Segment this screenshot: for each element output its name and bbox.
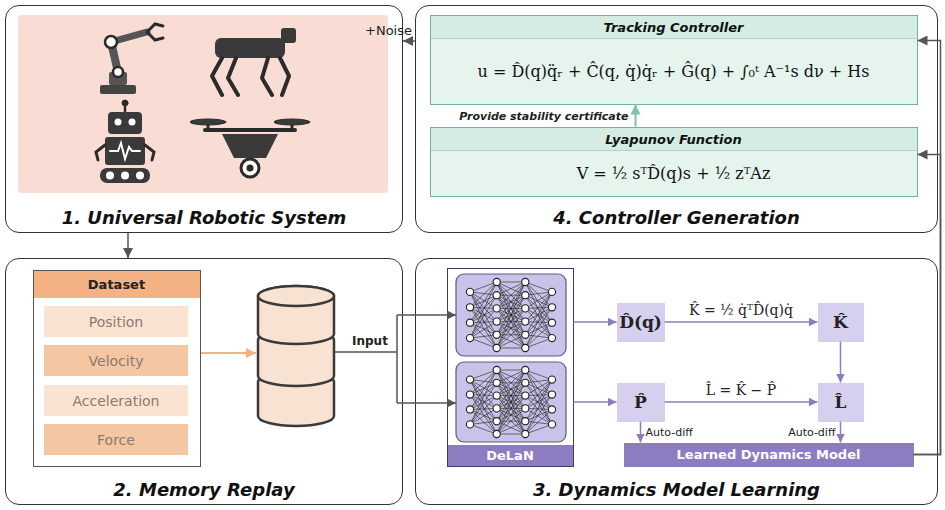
variable-box: P̂: [617, 383, 665, 422]
equation-text: u = D̂(q)q̈ᵣ + Ĉ(q, q̇)q̇ᵣ + Ĝ(q) + ∫₀…: [478, 39, 870, 104]
box-heading: Dataset: [34, 271, 200, 298]
quadruped-icon: [212, 28, 296, 95]
dataset-box: DatasetPositionVelocityAccelerationForce: [33, 270, 201, 467]
box-heading: Lyapunov Function: [431, 128, 917, 151]
input-wires: [335, 315, 456, 403]
panel-box: 1. Universal Robotic System: [5, 5, 403, 233]
connector-arrow: [574, 401, 617, 403]
model-box: Learned Dynamics Model: [624, 443, 914, 467]
variable-symbol: K̂: [833, 312, 848, 332]
variable-box: K̂: [818, 303, 864, 342]
edge-label: Auto-diff: [646, 426, 693, 439]
controller-box: Tracking Controlleru = D̂(q)q̈ᵣ + Ĉ(q, …: [430, 15, 918, 105]
controller-box: Lyapunov FunctionV = ½ sᵀD̂(q)s + ½ zᵀAz: [430, 127, 918, 197]
connector-arrow: [840, 422, 842, 443]
connector-arrow: [914, 41, 941, 455]
field-box: Force: [44, 424, 188, 455]
panel-box: 3. Dynamics Model Learning DeLaN D̂(q) K̂ P̂…: [415, 258, 938, 505]
field-text: Acceleration: [73, 393, 160, 409]
edge-label: +Noise: [365, 23, 412, 38]
variable-symbol: D̂(q): [619, 312, 662, 332]
robot-backdrop: [18, 15, 388, 193]
robot-arm-icon: [100, 24, 163, 94]
equation-text: V = ½ sᵀD̂(q)s + ½ zᵀAz: [577, 151, 771, 196]
network-box: DeLaN: [447, 268, 574, 467]
variable-symbol: L̂: [835, 392, 847, 412]
edge-label: Auto-diff: [788, 426, 835, 439]
connector-arrow: [635, 105, 637, 127]
field-box: Velocity: [44, 345, 188, 376]
edge-label: K̂ = ½ q̇ᵀD̂(q)q̇: [689, 302, 793, 318]
database-icon: [258, 286, 334, 426]
neural-network-icons: [456, 274, 566, 442]
panel-title: 1. Universal Robotic System: [62, 207, 347, 228]
variable-symbol: P̂: [634, 392, 647, 412]
connector-arrow: [403, 40, 415, 42]
variable-box: L̂: [818, 383, 864, 422]
connector-arrow: [840, 342, 842, 383]
wheeled-robot-icon: [96, 100, 154, 183]
field-box: Position: [44, 306, 188, 337]
edge-label: Provide stability certificate: [459, 109, 628, 122]
connector-arrow: [665, 401, 818, 403]
model-label: Learned Dynamics Model: [677, 447, 861, 462]
box-heading: Tracking Controller: [431, 16, 917, 39]
field-box: Acceleration: [44, 385, 188, 416]
data-flow-arrow: [201, 352, 256, 354]
panel-title: 3. Dynamics Model Learning: [533, 479, 820, 500]
variable-box: D̂(q): [617, 303, 665, 342]
edge-label: L̂ = K̂ − P̂: [706, 382, 776, 398]
panel-title: 4. Controller Generation: [553, 207, 800, 228]
panel-title: 2. Memory Replay: [113, 479, 294, 500]
connector-arrow: [640, 422, 642, 443]
network-label: DeLaN: [448, 445, 573, 466]
field-text: Force: [97, 432, 135, 448]
field-text: Position: [89, 314, 144, 330]
connector-arrow: [574, 321, 617, 323]
connector-arrow: [914, 155, 941, 455]
connector-arrow: [665, 321, 818, 323]
connector-arrow: [127, 233, 129, 258]
panel-box: 2. Memory Replay DatasetPositionVelocityA…: [5, 258, 403, 505]
drone-icon: [190, 119, 310, 177]
field-text: Velocity: [89, 353, 144, 369]
flow-label: Input: [352, 334, 388, 348]
